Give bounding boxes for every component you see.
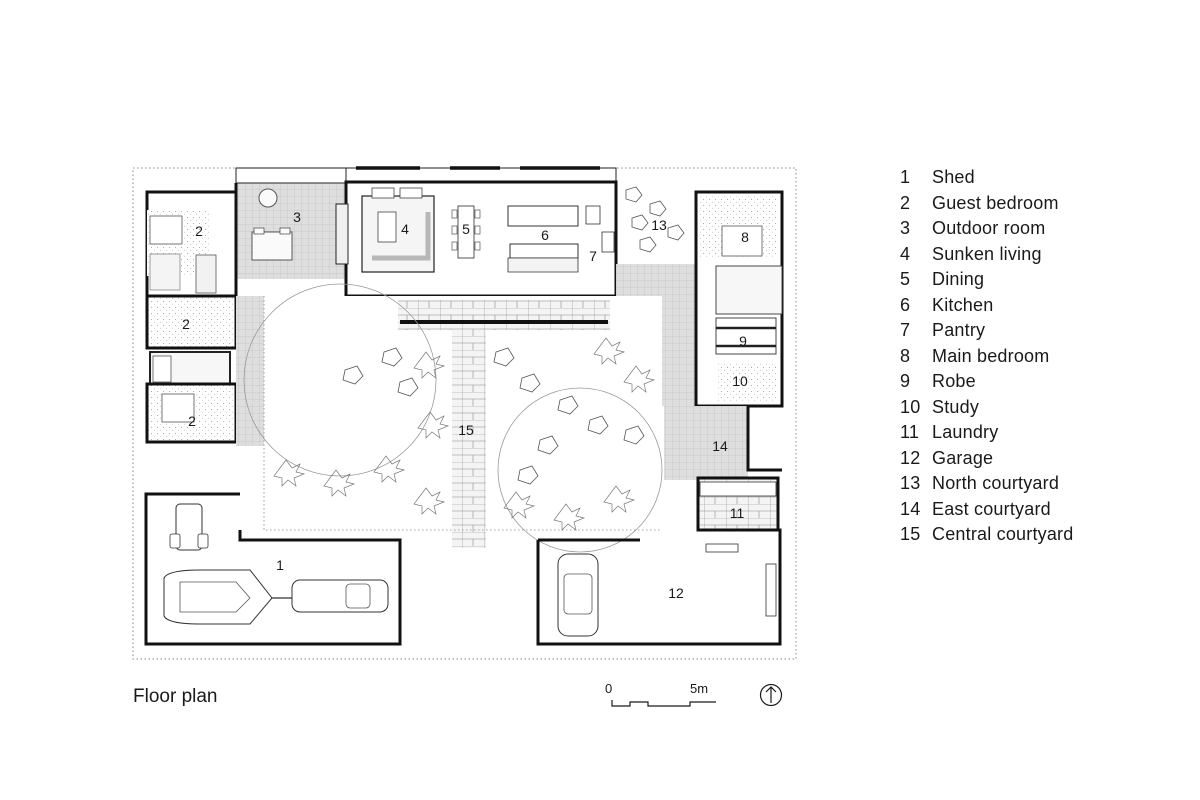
plan-label-guest-bedroom-a: 2 <box>195 223 203 239</box>
legend-label: Laundry <box>932 422 999 442</box>
legend-number: 4 <box>900 243 911 264</box>
legend-label: Kitchen <box>932 294 994 315</box>
legend-item: 12 Garage <box>900 446 1092 472</box>
plan-label-guest-bedroom-c: 2 <box>188 413 196 429</box>
legend-label: Garage <box>932 447 994 468</box>
plan-label-guest-bedroom-b: 2 <box>182 316 190 332</box>
legend-label: Robe <box>932 371 976 391</box>
main-bedroom-wing <box>616 190 784 408</box>
legend-label: Shed <box>932 167 975 187</box>
scale-zero-label: 0 <box>605 681 613 696</box>
plan-label-outdoor-room: 3 <box>293 209 301 225</box>
legend-number: 7 <box>900 320 911 340</box>
plan-label-main-bedroom: 8 <box>741 229 749 245</box>
plan-label-kitchen: 6 <box>541 227 549 243</box>
legend-label: Guest bedroom <box>932 192 1059 213</box>
legend-label: East courtyard <box>932 498 1051 519</box>
room-legend: 1 Shed 2 Guest bedroom 3 Outdoor room 4 Sunk… <box>900 165 1092 548</box>
legend-label: Dining <box>932 269 985 289</box>
north-courtyard <box>625 186 685 253</box>
legend-number: 15 <box>900 524 921 544</box>
legend-label: Study <box>932 396 980 417</box>
guest-wing <box>145 190 264 446</box>
plan-label-robe: 9 <box>739 333 747 349</box>
central-courtyard <box>243 283 663 553</box>
plan-label-sunken-living: 4 <box>401 221 409 237</box>
legend-item: 11 Laundry <box>900 420 1092 446</box>
legend-item: 2 Guest bedroom <box>900 191 1092 217</box>
plan-label-pantry: 7 <box>589 248 597 264</box>
legend-item: 7 Pantry <box>900 318 1092 344</box>
east-service <box>664 406 782 532</box>
legend-item: 13 North courtyard <box>900 471 1092 497</box>
plan-label-dining: 5 <box>462 221 470 237</box>
scale-five-label: 5m <box>690 681 709 696</box>
legend-number: 1 <box>900 167 911 187</box>
plan-label-laundry: 11 <box>730 505 745 521</box>
shed <box>144 492 402 646</box>
plan-label-shed: 1 <box>276 557 284 573</box>
legend-item: 14 East courtyard <box>900 497 1092 523</box>
legend-number: 8 <box>900 345 911 366</box>
legend-item: 9 Robe <box>900 369 1092 395</box>
legend-number: 9 <box>900 371 911 391</box>
legend-item: 15 Central courtyard <box>900 522 1092 548</box>
plan-label-study: 10 <box>732 373 748 389</box>
legend-item: 10 Study <box>900 395 1092 421</box>
legend-item: 8 Main bedroom <box>900 344 1092 370</box>
legend-label: Sunken living <box>932 243 1042 264</box>
legend-number: 11 <box>900 422 920 442</box>
plan-label-east-courtyard: 14 <box>712 438 728 454</box>
legend-number: 3 <box>900 218 911 238</box>
north-pavilion <box>234 166 618 298</box>
legend-number: 2 <box>900 192 911 213</box>
plan-label-central-courtyard: 15 <box>458 422 474 438</box>
legend-number: 14 <box>900 498 921 519</box>
scale-bar <box>611 700 716 707</box>
plan-label-north-courtyard: 13 <box>651 217 667 233</box>
legend-number: 6 <box>900 294 911 315</box>
legend-item: 4 Sunken living <box>900 242 1092 268</box>
garage <box>536 528 782 646</box>
legend-item: 5 Dining <box>900 267 1092 293</box>
drawing-title: Floor plan <box>133 686 218 707</box>
legend-item: 3 Outdoor room <box>900 216 1092 242</box>
north-arrow-icon <box>759 683 783 707</box>
legend-number: 13 <box>900 473 921 493</box>
legend-label: North courtyard <box>932 473 1060 493</box>
legend-item: 1 Shed <box>900 165 1092 191</box>
plan-label-garage: 12 <box>668 585 684 601</box>
legend-number: 12 <box>900 447 921 468</box>
legend-label: Pantry <box>932 320 986 340</box>
legend-number: 5 <box>900 269 911 289</box>
legend-label: Main bedroom <box>932 345 1050 366</box>
legend-number: 10 <box>900 396 921 417</box>
site-boundary <box>132 167 797 660</box>
legend-label: Central courtyard <box>932 524 1074 544</box>
legend-item: 6 Kitchen <box>900 293 1092 319</box>
legend-label: Outdoor room <box>932 218 1046 238</box>
